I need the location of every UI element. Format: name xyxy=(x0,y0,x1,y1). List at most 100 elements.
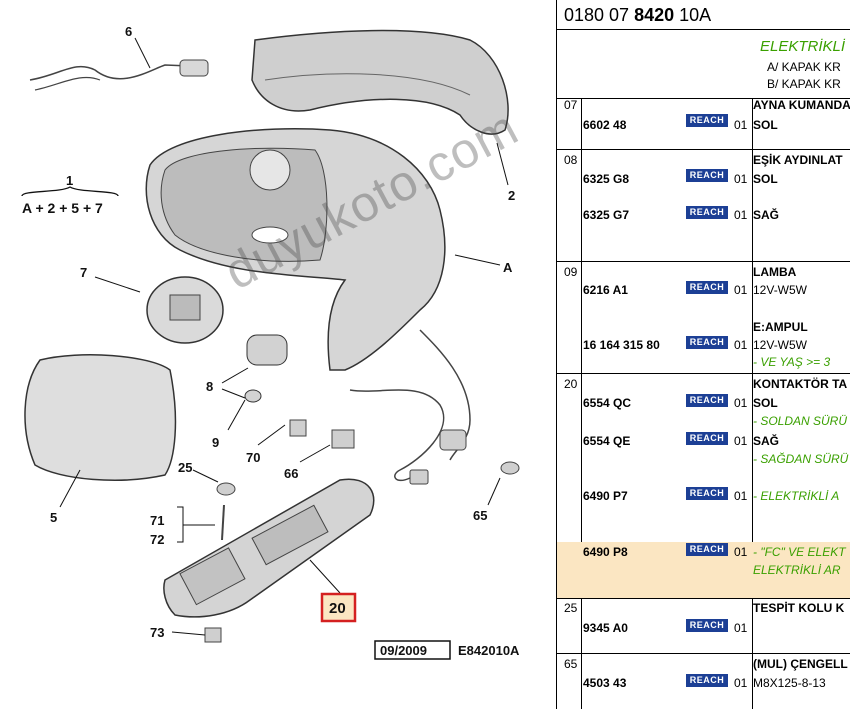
highlight-box-20[interactable] xyxy=(320,592,357,623)
reach-badge: REACH xyxy=(686,543,728,556)
label-73: 73 xyxy=(150,625,164,640)
table-row[interactable]: 09 LAMBA 6216 A1 REACH 01 12V-W5W E:AMPU… xyxy=(557,262,850,374)
quantity: 01 xyxy=(734,676,748,690)
reference: 6554 QC xyxy=(583,396,632,410)
label-formula: A + 2 + 5 + 7 xyxy=(22,200,103,216)
reach-badge: REACH xyxy=(686,336,728,349)
note: - ELEKTRİKLİ A xyxy=(753,489,840,503)
reference: 6216 A1 xyxy=(583,283,628,297)
quantity: 01 xyxy=(734,396,748,410)
note: - SOLDAN SÜRÜ xyxy=(753,414,848,428)
quantity: 01 xyxy=(734,118,748,132)
description: LAMBA xyxy=(753,265,797,279)
table-subtitle-b: B/ KAPAK KR xyxy=(767,77,841,91)
description-detail: 12V-W5W xyxy=(753,283,808,297)
part-number-prefix: 0180 07 xyxy=(564,5,635,25)
parts-table: 0180 07 8420 10A ELEKTRİKLİ A/ KAPAK KR … xyxy=(556,0,850,709)
quantity: 01 xyxy=(734,621,748,635)
diagram-drawing: 6 1 A + 2 + 5 + 7 2 A 7 8 9 70 66 65 5 2… xyxy=(21,24,520,660)
part-number-bold: 8420 xyxy=(634,5,675,25)
group-number: 07 xyxy=(564,98,578,112)
label-1: 1 xyxy=(66,173,73,188)
table-row[interactable]: 65 (MUL) ÇENGELL 4503 43 REACH 01 M8X125… xyxy=(557,654,850,709)
part-number-header: 0180 07 8420 10A xyxy=(557,0,850,30)
table-row[interactable]: 07 6602 48 REACH 01 AYNA KUMANDA SOL xyxy=(557,98,850,150)
reach-badge: REACH xyxy=(686,674,728,687)
reach-badge: REACH xyxy=(686,206,728,219)
label-72: 72 xyxy=(150,532,164,547)
reach-badge: REACH xyxy=(686,169,728,182)
label-70: 70 xyxy=(246,450,260,465)
quantity: 01 xyxy=(734,489,748,503)
description: KONTAKTÖR TA xyxy=(753,377,848,391)
label-65: 65 xyxy=(473,508,487,523)
label-9: 9 xyxy=(212,435,219,450)
reach-badge: REACH xyxy=(686,432,728,445)
reach-badge: REACH xyxy=(686,394,728,407)
quantity: 01 xyxy=(734,283,748,297)
quantity: 01 xyxy=(734,434,748,448)
table-title: ELEKTRİKLİ xyxy=(760,38,846,55)
description: AYNA KUMANDA xyxy=(753,98,850,112)
group-number: 65 xyxy=(564,657,578,671)
group-number: 25 xyxy=(564,601,578,615)
note: - SAĞDAN SÜRÜ xyxy=(753,452,849,466)
reach-badge: REACH xyxy=(686,619,728,632)
description-detail: 12V-W5W xyxy=(753,338,808,352)
reference: 6325 G7 xyxy=(583,208,630,222)
mirror-glass-part-5 xyxy=(24,354,177,481)
date-stamp: 09/2009 xyxy=(380,643,427,658)
note: - VE YAŞ >= 3 xyxy=(753,355,831,369)
label-71: 71 xyxy=(150,513,164,528)
reference: 6554 QE xyxy=(583,434,631,448)
cable-part-6 xyxy=(29,64,191,81)
label-25: 25 xyxy=(178,460,192,475)
label-8: 8 xyxy=(206,379,213,394)
table-row[interactable]: 08 EŞİK AYDINLAT 6325 G8 REACH 01 SOL 63… xyxy=(557,150,850,262)
reference: 9345 A0 xyxy=(583,621,628,635)
quantity: 01 xyxy=(734,338,748,352)
label-5: 5 xyxy=(50,510,57,525)
table-row[interactable]: 25 TESPİT KOLU K 9345 A0 REACH 01 xyxy=(557,599,850,654)
table-subtitle-a: A/ KAPAK KR xyxy=(767,60,841,74)
part-number-suffix: 10A xyxy=(674,5,712,25)
label-2: 2 xyxy=(508,188,515,203)
group-number: 20 xyxy=(564,377,578,391)
reach-badge: REACH xyxy=(686,114,728,127)
quantity: 01 xyxy=(734,545,748,559)
table-title-block: ELEKTRİKLİ A/ KAPAK KR B/ KAPAK KR xyxy=(557,30,850,99)
group-number: 08 xyxy=(564,153,578,167)
note: - "FC" VE ELEKT xyxy=(753,545,846,559)
description: EŞİK AYDINLAT xyxy=(753,153,843,167)
label-7: 7 xyxy=(80,265,87,280)
reference: 16 164 315 80 xyxy=(583,338,660,352)
quantity: 01 xyxy=(734,208,748,222)
label-66: 66 xyxy=(284,466,298,481)
description-detail: SOL xyxy=(753,396,778,410)
table-row[interactable]: 20 KONTAKTÖR TA 6554 QC REACH 01 SOL - S… xyxy=(557,374,850,542)
label-A: A xyxy=(503,260,513,275)
description: E:AMPUL xyxy=(753,320,808,334)
reference: 6490 P7 xyxy=(583,489,628,503)
label-6: 6 xyxy=(125,24,132,39)
group-number: 09 xyxy=(564,265,578,279)
description: TESPİT KOLU K xyxy=(753,601,845,615)
reference: 6325 G8 xyxy=(583,172,630,186)
description-detail: SAĞ xyxy=(753,434,780,448)
diagram-code: E842010A xyxy=(458,643,520,658)
reference: 4503 43 xyxy=(583,676,627,690)
exploded-parts-diagram: 6 1 A + 2 + 5 + 7 2 A 7 8 9 70 66 65 5 2… xyxy=(21,24,520,660)
description-detail: SOL xyxy=(753,118,778,132)
quantity: 01 xyxy=(734,172,748,186)
reach-badge: REACH xyxy=(686,487,728,500)
reference: 6602 48 xyxy=(583,118,627,132)
label-20: 20 xyxy=(329,600,346,617)
mirror-cover-part-2 xyxy=(251,29,509,135)
note-continued: ELEKTRİKLİ AR xyxy=(753,563,841,577)
description: (MUL) ÇENGELL xyxy=(753,657,848,671)
description-detail: M8X125-8-13 xyxy=(753,676,826,690)
reference: 6490 P8 xyxy=(583,545,628,559)
description-detail: SAĞ xyxy=(753,208,780,222)
reach-badge: REACH xyxy=(686,281,728,294)
table-row-highlighted[interactable]: 6490 P8 REACH 01 - "FC" VE ELEKT ELEKTRİ… xyxy=(557,542,850,599)
